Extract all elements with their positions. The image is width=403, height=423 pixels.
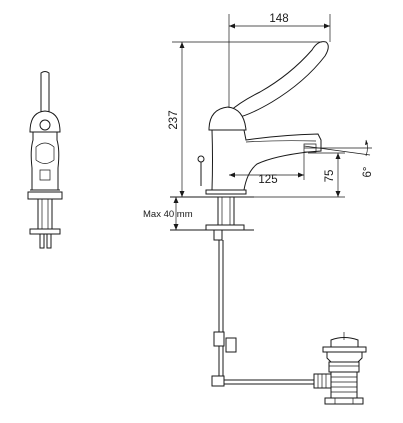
front-view-spout-outlet <box>35 142 55 164</box>
front-view-base-flange <box>27 191 63 200</box>
drain-threaded-body <box>330 371 358 399</box>
front-view <box>27 71 63 249</box>
drain-plug-cap <box>330 337 359 348</box>
front-view-nut <box>29 228 61 235</box>
dim-reach-label: 125 <box>258 174 277 186</box>
dim-width-label: 148 <box>269 13 288 25</box>
side-view-lever <box>221 41 329 119</box>
drain-flange <box>322 346 367 353</box>
drain-collar <box>326 351 363 363</box>
dim-angle-label: 6° <box>362 167 374 178</box>
side-view-mounting-nut <box>205 224 245 231</box>
dimension-lines <box>172 14 372 230</box>
side-view-base-flange <box>205 189 247 195</box>
side-view-aerator <box>303 143 317 153</box>
drain-body-upper <box>328 361 360 373</box>
front-view-hose-left <box>39 234 45 249</box>
front-view-cap-screw <box>39 119 51 131</box>
popup-rod-clamp <box>213 331 225 347</box>
side-view-spout-highlight <box>245 140 317 143</box>
drain-bottom-nut <box>324 397 364 405</box>
front-view-aerator <box>39 169 51 181</box>
drain-assembly <box>313 332 367 405</box>
dim-height-label: 237 <box>168 110 180 129</box>
front-view-handle-cap <box>29 110 61 133</box>
front-view-shank <box>37 198 53 230</box>
popup-rod-clamp-nut <box>225 337 237 353</box>
popup-linkage-joint <box>211 375 225 387</box>
dim-spout-height-label: 75 <box>324 170 336 183</box>
side-view-handle-cap <box>208 106 247 131</box>
front-view-body <box>30 131 60 191</box>
side-view-hose-connector <box>213 229 223 241</box>
front-view-hose-right <box>46 234 52 249</box>
dim-thickness-label: Max 40 mm <box>143 209 193 220</box>
drain-rod-inlet <box>313 373 332 389</box>
side-view-popup-knob <box>197 155 205 163</box>
side-view <box>170 41 329 387</box>
side-view-shank <box>217 196 235 226</box>
